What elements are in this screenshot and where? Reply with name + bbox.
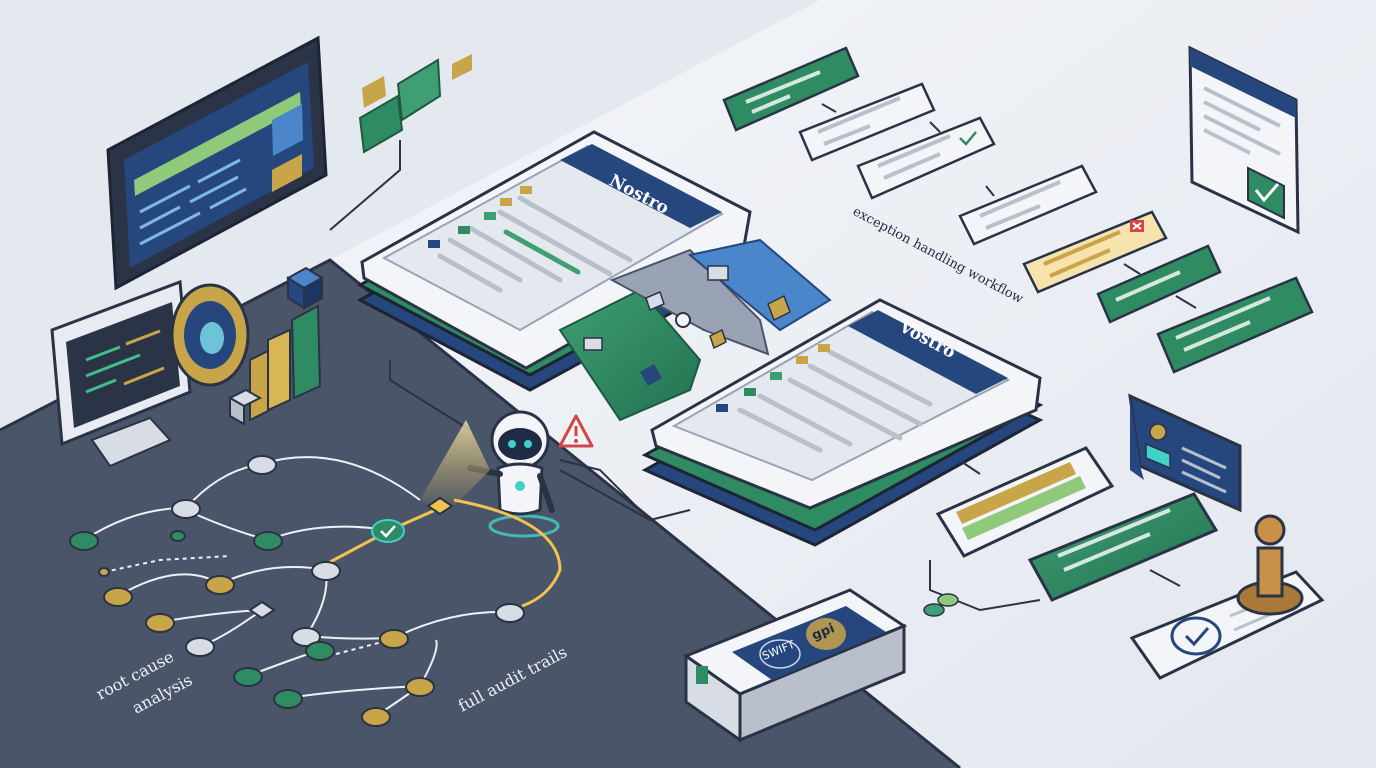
root-cause-graph (69, 455, 562, 727)
robot-icon (420, 410, 560, 538)
floating-tiles (329, 54, 472, 231)
report-panels (935, 446, 1219, 602)
exception-workflow (722, 46, 1314, 374)
warning-icon (558, 414, 594, 448)
left-workstation (50, 266, 324, 468)
nostro-ledger: Nostro (356, 130, 754, 392)
check-icon (371, 519, 405, 543)
coin-icon (923, 593, 959, 617)
user-icon (1128, 393, 1242, 513)
verified-document (1188, 45, 1300, 235)
vostro-ledger: Vostro (641, 298, 1044, 547)
bar-chart-prop (249, 304, 322, 422)
swift-gpi-device: SWIFT gpi (682, 588, 908, 743)
envelope-icon (640, 364, 662, 386)
wall-monitor (106, 35, 328, 291)
cube-icon (227, 266, 324, 426)
stamp-icon (1236, 514, 1304, 616)
check-icon (1254, 183, 1280, 203)
approval-stamp (1129, 514, 1325, 680)
matching-arrows (558, 238, 832, 422)
